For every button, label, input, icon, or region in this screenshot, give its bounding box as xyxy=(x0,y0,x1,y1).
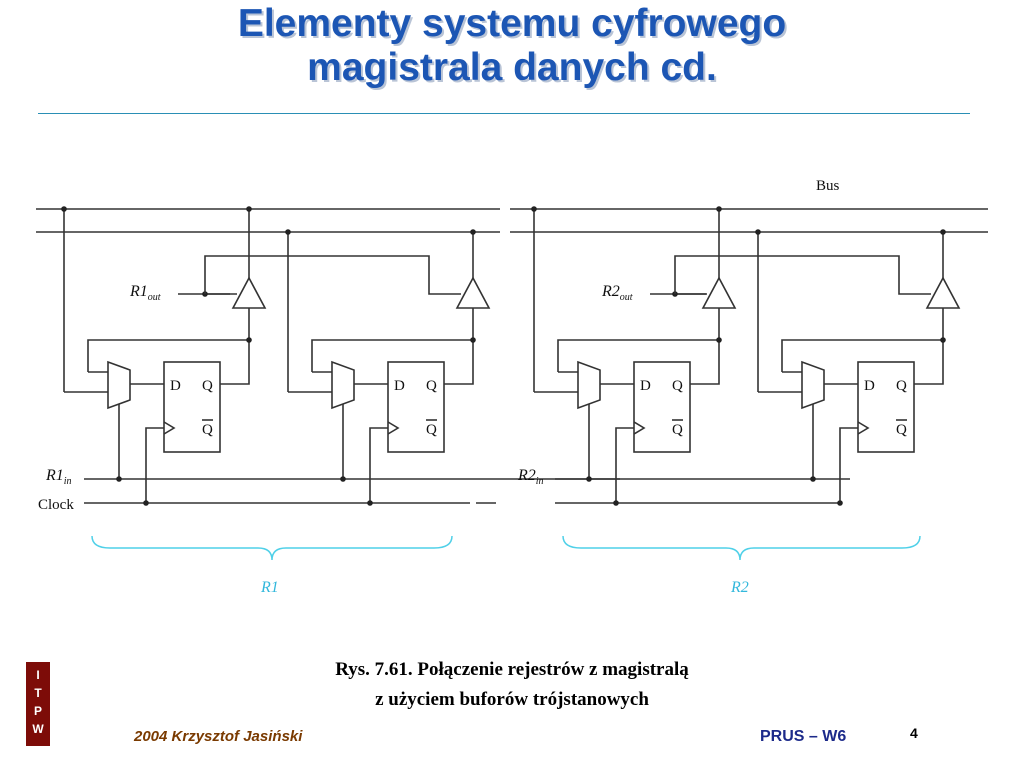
r1-brace xyxy=(91,535,453,561)
junction-dot xyxy=(246,206,252,212)
clock-wire xyxy=(369,427,388,503)
ff-qbar-label: Q xyxy=(672,422,683,438)
ff-q-label: Q xyxy=(672,378,683,394)
ff-d-label: D xyxy=(864,378,875,394)
junction-dot xyxy=(367,500,373,506)
junction-dot xyxy=(810,476,816,482)
title-line-1: Elementy systemu cyfrowego xyxy=(237,2,787,45)
caption-line-2: z użyciem buforów trójstanowych xyxy=(375,689,649,710)
author-footer: 2004 Krzysztof Jasiński xyxy=(134,728,303,745)
junction-dot xyxy=(613,500,619,506)
clock-edge-symbol xyxy=(633,421,646,435)
multiplexer xyxy=(577,360,601,410)
junction-dot xyxy=(246,337,252,343)
ff-q-label: Q xyxy=(896,378,907,394)
logo-letter: P xyxy=(33,704,42,718)
clock-wire xyxy=(839,427,858,503)
r2-out-label: R2out xyxy=(601,283,633,303)
junction-dot xyxy=(586,476,592,482)
feedback-wire xyxy=(781,339,943,372)
ff-d-label: D xyxy=(394,378,405,394)
multiplexer xyxy=(801,360,825,410)
page-number: 4 xyxy=(910,725,918,741)
junction-dot xyxy=(470,229,476,235)
logo-letter: W xyxy=(32,722,44,736)
enable-wire-next xyxy=(674,255,931,295)
d-flip-flop xyxy=(387,361,445,453)
feedback-wire xyxy=(311,339,473,372)
junction-dot xyxy=(116,476,122,482)
junction-dot xyxy=(61,206,67,212)
ff-q-label: Q xyxy=(426,378,437,394)
feedback-wire xyxy=(87,339,249,372)
tri-state-buffer xyxy=(701,276,737,309)
junction-dot xyxy=(285,229,291,235)
register-bus-diagram: Bus R1out R1in Clock R2out R2in D Q Q D Q Q D Q… xyxy=(36,178,988,596)
logo-letter: I xyxy=(36,668,40,682)
q-output-wire xyxy=(690,308,720,385)
ff-q-label: Q xyxy=(202,378,213,394)
junction-dot xyxy=(531,206,537,212)
d-flip-flop xyxy=(633,361,691,453)
ff-qbar-label: Q xyxy=(426,422,437,438)
clock-wire xyxy=(615,427,634,503)
course-footer: PRUS – W6 xyxy=(760,728,847,745)
junction-dot xyxy=(143,500,149,506)
bus-label: Bus xyxy=(816,178,840,194)
multiplexer xyxy=(331,360,355,410)
ff-d-label: D xyxy=(170,378,181,394)
junction-dot xyxy=(716,206,722,212)
tri-state-buffer xyxy=(925,276,961,309)
q-output-wire xyxy=(220,308,250,385)
junction-dot xyxy=(340,476,346,482)
ff-qbar-label: Q xyxy=(896,422,907,438)
r1-in-label: R1in xyxy=(45,467,72,487)
ff-qbar-label: Q xyxy=(202,422,213,438)
title-line-2: magistrala danych cd. xyxy=(307,46,717,89)
junction-dot xyxy=(755,229,761,235)
r2-brace xyxy=(562,535,921,561)
clock-edge-symbol xyxy=(387,421,400,435)
junction-dot xyxy=(716,337,722,343)
r2-register-label: R2 xyxy=(730,579,749,596)
caption-line-1: Rys. 7.61. Połączenie rejestrów z magist… xyxy=(335,659,689,680)
junction-dot xyxy=(470,337,476,343)
slide-title: Elementy systemu cyfrowego magistrala da… xyxy=(0,2,1024,90)
clock-edge-symbol xyxy=(163,421,176,435)
ff-d-label: D xyxy=(640,378,651,394)
r1-out-label: R1out xyxy=(129,283,161,303)
tri-state-buffer xyxy=(231,276,267,309)
clock-edge-symbol xyxy=(857,421,870,435)
junction-dot xyxy=(940,229,946,235)
multiplexer xyxy=(107,360,131,410)
d-flip-flop xyxy=(163,361,221,453)
enable-wire-next xyxy=(204,255,461,295)
junction-dot xyxy=(940,337,946,343)
junction-dot xyxy=(837,500,843,506)
flip-flop-cells: D Q Q D Q Q D Q Q D Q Q xyxy=(61,206,961,506)
logo-letter: T xyxy=(34,686,42,700)
d-flip-flop xyxy=(857,361,915,453)
r2-in-label: R2in xyxy=(517,467,544,487)
r1-register-label: R1 xyxy=(260,579,279,596)
q-output-wire xyxy=(914,308,944,385)
clock-wire xyxy=(145,427,164,503)
clock-label: Clock xyxy=(38,497,74,513)
itpw-logo: I T P W xyxy=(26,662,50,746)
bus-lines xyxy=(36,208,988,233)
figure-caption: Rys. 7.61. Połączenie rejestrów z magist… xyxy=(0,655,1024,715)
tri-state-buffer xyxy=(455,276,491,309)
title-divider xyxy=(38,113,970,114)
q-output-wire xyxy=(444,308,474,385)
feedback-wire xyxy=(557,339,719,372)
